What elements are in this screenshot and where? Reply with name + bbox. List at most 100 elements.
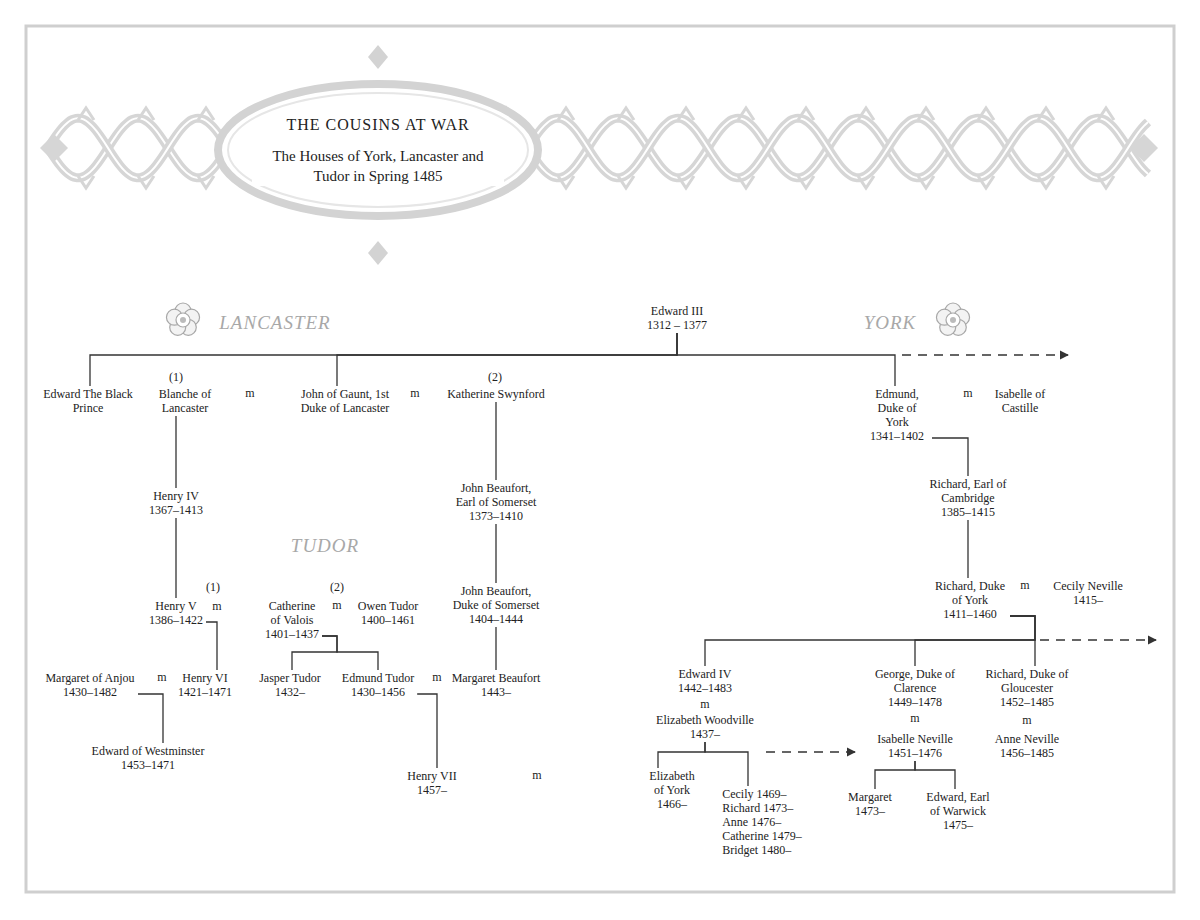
house-name: YORK xyxy=(863,310,918,335)
person-name: Henry VI xyxy=(178,671,232,685)
person-dates: 1401–1437 xyxy=(265,627,319,641)
descent-line xyxy=(875,761,915,789)
person-name: Katherine Swynford xyxy=(447,387,545,401)
person-dates: 1437– xyxy=(656,727,754,741)
dashed-line xyxy=(1040,639,1156,640)
person-entry: Anne Neville1456–1485 xyxy=(992,731,1062,761)
person-name: Owen Tudor xyxy=(358,599,418,613)
dashed-line xyxy=(902,354,1068,355)
person-dates: 1451–1476 xyxy=(877,746,953,760)
person-entry: Edmund Tudor1430–1456 xyxy=(339,670,417,700)
knot-spike xyxy=(558,108,574,188)
person-entry: John of Gaunt, 1st Duke of Lancaster xyxy=(284,386,406,416)
person-entry: Richard, Earl of Cambridge1385–1415 xyxy=(920,476,1016,520)
person-entry: John Beaufort, Duke of Somerset1404–1444 xyxy=(446,583,546,627)
knot-ribbon xyxy=(48,118,1148,178)
person-name: Edward The Black Prince xyxy=(41,387,135,415)
person-name: Henry VII xyxy=(407,769,456,783)
person-entry: Henry VII1457– xyxy=(404,768,459,798)
marriage-mark: m xyxy=(409,385,420,401)
knot-ribbon xyxy=(48,118,1148,178)
person-name: Edward III xyxy=(647,304,707,318)
rose-centre xyxy=(180,317,186,323)
descent-line xyxy=(206,622,217,670)
person-dates: 1341–1402 xyxy=(865,429,929,443)
person-dates: Catherine 1479– xyxy=(722,829,802,843)
person-dates: 1457– xyxy=(407,783,456,797)
person-name: John Beaufort, Earl of Somerset xyxy=(451,481,541,509)
person-entry: Catherine of Valois1401–1437 xyxy=(262,598,322,642)
descent-line xyxy=(967,520,968,578)
knot-end xyxy=(1130,134,1158,162)
person-name: Blanche of Lancaster xyxy=(153,387,217,415)
lancaster-rose xyxy=(166,303,199,335)
frame xyxy=(26,26,1174,892)
person-name: Jasper Tudor xyxy=(259,671,321,685)
descent-line xyxy=(915,761,955,789)
marriage-mark: m xyxy=(1019,577,1030,593)
person-entry: Blanche of Lancaster xyxy=(150,386,220,416)
person-entry: Owen Tudor1400–1461 xyxy=(355,598,421,628)
knotwork-band xyxy=(40,108,1158,188)
person-name: Isabelle of Castille xyxy=(990,387,1050,415)
person-dates: Anne 1476– xyxy=(722,815,802,829)
person-dates: 1456–1485 xyxy=(995,746,1059,760)
person-dates: Bridget 1480– xyxy=(722,843,802,857)
knot-end xyxy=(40,134,68,162)
title-oval xyxy=(218,84,538,216)
person-name: Anne Neville xyxy=(995,732,1059,746)
subtitle: The Houses of York, Lancaster and Tudor … xyxy=(252,146,504,186)
person-entry: Edward The Black Prince xyxy=(38,386,138,416)
person-name: Edward, Earl of Warwick xyxy=(926,790,990,818)
person-dates: 1430–1456 xyxy=(342,685,414,699)
york-rose xyxy=(936,303,969,335)
person-dates: 1400–1461 xyxy=(358,613,418,627)
person-entry: Margaret of Anjou1430–1482 xyxy=(42,670,137,700)
person-entry: Henry V1386–1422 xyxy=(146,598,206,628)
person-name: Margaret of Anjou xyxy=(45,671,134,685)
marriage-mark: (1) xyxy=(168,369,184,385)
ornament-diamond xyxy=(368,241,388,265)
person-dates: 1404–1444 xyxy=(449,612,543,626)
person-entry: Edward of Westminster1453–1471 xyxy=(89,743,208,773)
marriage-mark: m xyxy=(962,385,973,401)
dashed-line xyxy=(766,751,855,752)
marriage-mark: m xyxy=(699,696,710,712)
person-dates: 1473– xyxy=(848,804,892,818)
knot-spike xyxy=(198,108,214,188)
descent-line xyxy=(915,616,1035,666)
knot-ribbon xyxy=(48,118,1148,178)
descent-line xyxy=(658,742,705,768)
person-dates: 1466– xyxy=(645,797,699,811)
marriage-mark: (2) xyxy=(487,369,503,385)
knot-spike xyxy=(858,108,874,188)
person-dates: 1421–1471 xyxy=(178,685,232,699)
person-dates: 1411–1460 xyxy=(933,607,1007,621)
person-dates: 1386–1422 xyxy=(149,613,203,627)
person-dates: 1452–1485 xyxy=(977,695,1077,709)
person-name: Elizabeth of York xyxy=(645,769,699,797)
person-name: Richard, Duke of Gloucester xyxy=(977,667,1077,695)
descent-line xyxy=(417,694,437,768)
person-name: Edmund, Duke of York xyxy=(865,387,929,429)
knot-spike xyxy=(1038,108,1054,188)
person-dates: 1367–1413 xyxy=(149,503,203,517)
knot-spike xyxy=(738,108,754,188)
knot-spike xyxy=(978,108,994,188)
person-name: Isabelle Neville xyxy=(877,732,953,746)
knot-spike xyxy=(918,108,934,188)
descent-line xyxy=(705,742,748,786)
descent-line xyxy=(677,333,895,386)
ornament-diamond xyxy=(368,45,388,69)
descent-line xyxy=(337,333,677,386)
rose-centre xyxy=(946,313,960,327)
person-name: Margaret Beaufort xyxy=(452,671,541,685)
knot-spike xyxy=(678,108,694,188)
person-dates: 1453–1471 xyxy=(92,758,205,772)
descent-line xyxy=(90,333,677,386)
knot-spike xyxy=(78,108,94,188)
person-entry: George, Duke of Clarence1449–1478 xyxy=(860,666,970,710)
